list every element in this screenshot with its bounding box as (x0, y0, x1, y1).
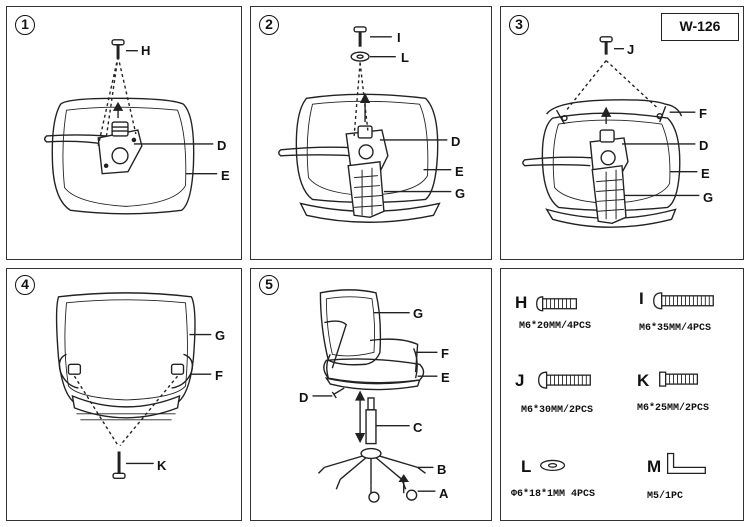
part-label-h: H (141, 43, 151, 58)
allen-key-icon (666, 452, 706, 474)
bolt-icon (538, 371, 591, 389)
part-letter-l: L (521, 457, 532, 476)
part-spec-m: M5/1PC (647, 491, 684, 502)
part-label-j: J (627, 42, 635, 57)
part-label-e: E (701, 166, 710, 181)
part-label-e: E (221, 168, 230, 183)
bolt-icon (536, 296, 578, 312)
step-2-panel: 2 I L D E G (250, 6, 492, 260)
part-label-l: L (401, 50, 409, 65)
step-5-panel: 5 G F E D C B A (250, 268, 492, 521)
step-number: 1 (15, 15, 35, 35)
step-4-panel: 4 G F K (6, 268, 242, 521)
part-label-f: F (441, 346, 449, 361)
step-1-illustration (43, 39, 218, 215)
part-label-k: K (157, 458, 167, 473)
part-letter-h: H (515, 293, 528, 312)
part-spec-k: M6*25MM/2PCS (637, 403, 710, 414)
part-label-b: B (437, 462, 447, 477)
part-label-f: F (215, 368, 223, 383)
step-number: 4 (15, 275, 35, 295)
model-code: W-126 (661, 13, 739, 41)
step-3-illustration (522, 36, 700, 228)
part-letter-j: J (515, 371, 525, 390)
part-label-c: C (413, 420, 423, 435)
part-label-f: F (699, 106, 707, 121)
part-label-g: G (413, 306, 424, 321)
bolt-icon (659, 371, 699, 387)
part-label-g: G (455, 186, 466, 201)
part-spec-h: M6*20MM/4PCS (519, 321, 592, 332)
step-2-illustration (278, 26, 452, 223)
part-letter-m: M (647, 457, 662, 476)
step-5-illustration (312, 289, 438, 503)
part-spec-i: M6*35MM/4PCS (639, 323, 712, 334)
part-label-d: D (451, 134, 461, 149)
bolt-icon (653, 292, 714, 310)
part-label-a: A (439, 486, 449, 501)
part-spec-l: Φ6*18*1MM 4PCS (511, 489, 596, 500)
step-number: 3 (509, 15, 529, 35)
step-4-illustration (55, 292, 212, 479)
part-letter-k: K (637, 371, 650, 390)
part-spec-j: M6*30MM/2PCS (521, 405, 594, 416)
part-label-d: D (299, 390, 309, 405)
part-label-d: D (699, 138, 709, 153)
part-label-d: D (217, 138, 227, 153)
step-3-panel: 3 W-126 J F D E G (500, 6, 744, 260)
step-number: 5 (259, 275, 279, 295)
step-1-panel: 1 H D E (6, 6, 242, 260)
part-label-g: G (215, 328, 226, 343)
washer-icon (540, 459, 566, 472)
parts-list-panel: H M6*20MM/4PCS I M6*35MM/4PCS J M6*30MM/… (500, 268, 744, 521)
step-number: 2 (259, 15, 279, 35)
parts-illustrations (536, 292, 714, 474)
part-label-e: E (455, 164, 464, 179)
part-letter-i: I (639, 289, 644, 308)
part-label-i: I (397, 30, 401, 45)
part-label-e: E (441, 370, 450, 385)
part-label-g: G (703, 190, 714, 205)
